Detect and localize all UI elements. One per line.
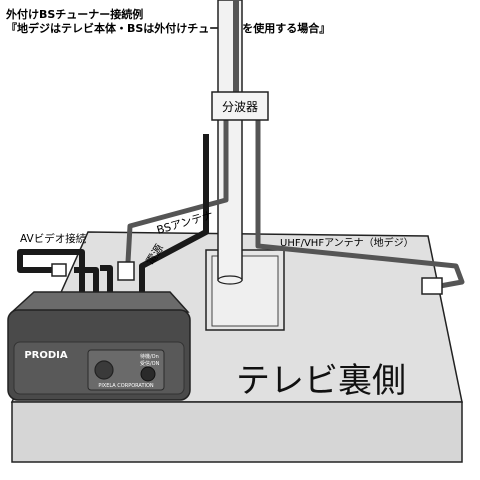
bs-antenna-cable — [125, 118, 229, 263]
tv-back-label: テレビ裏側 — [236, 361, 406, 401]
uhf-vhf-label: UHF/VHFアンテナ（地デジ） — [280, 236, 414, 249]
av-cable-1 — [17, 249, 85, 292]
tuner-remote-sensor — [94, 360, 114, 380]
uhf-plug — [421, 277, 443, 295]
av-video-label: AVビデオ接続 — [20, 232, 87, 245]
bs-plug — [117, 261, 135, 281]
av-cable-2 — [74, 267, 99, 292]
diagram-subtitle: 『地デジはテレビ本体・BSは外付けチューナーを使用する場合』 — [6, 22, 331, 35]
tuner-brand: PRODIA — [24, 350, 68, 361]
av-plug — [51, 263, 67, 277]
bs-tuner: PRODIA 待機/On 受信/ON PIXELA CORPORATION — [7, 291, 191, 401]
connectors — [51, 261, 443, 295]
splitter: 分波器 — [211, 91, 269, 121]
splitter-box — [211, 91, 269, 121]
cables — [17, 0, 465, 292]
tuner-top — [10, 291, 190, 313]
tuner-power-button — [140, 366, 156, 382]
tuner-button-label-2: 受信/ON — [140, 360, 160, 367]
av-cable-3 — [100, 265, 113, 292]
antenna-mast — [205, 0, 285, 331]
tv-front-face — [11, 401, 463, 463]
tuner-maker: PIXELA CORPORATION — [98, 383, 154, 389]
mast-bottom — [217, 275, 243, 285]
uhf-vhf-cable — [255, 118, 465, 289]
splitter-label: 分波器 — [222, 100, 258, 114]
power-cable — [139, 134, 209, 292]
diagram-title: 外付けBSチューナー接続例 — [6, 8, 144, 21]
tuner-button-label-1: 待機/On — [140, 353, 159, 360]
